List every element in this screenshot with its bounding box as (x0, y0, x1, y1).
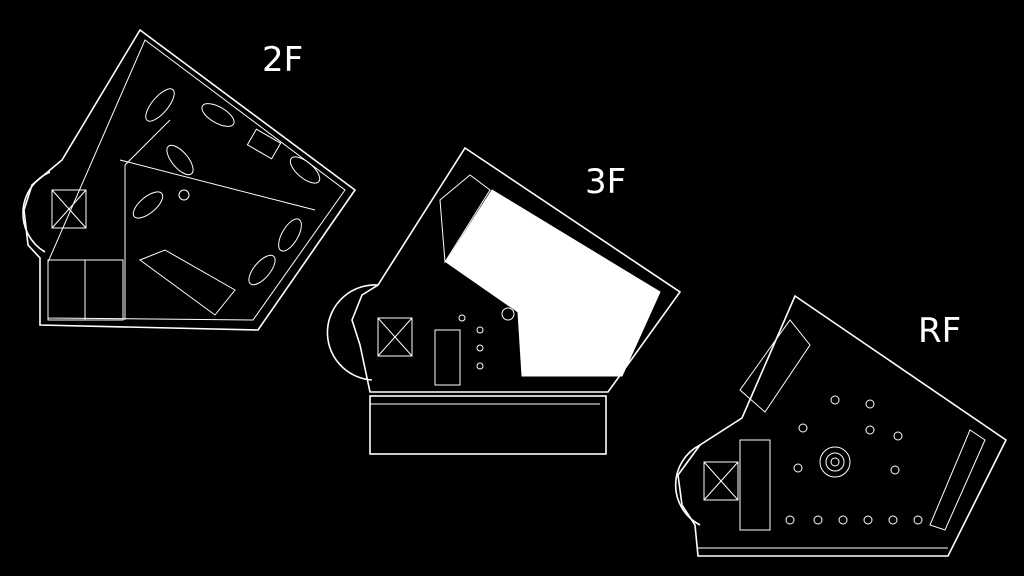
floor-plan-2f (22, 28, 357, 331)
floor-plan-3f (326, 146, 682, 455)
floor-label-2f: 2F (262, 40, 304, 80)
floor-plan-rf (674, 294, 1008, 557)
floor-label-3f: 3F (585, 162, 627, 202)
floor-label-rf: RF (918, 311, 962, 351)
